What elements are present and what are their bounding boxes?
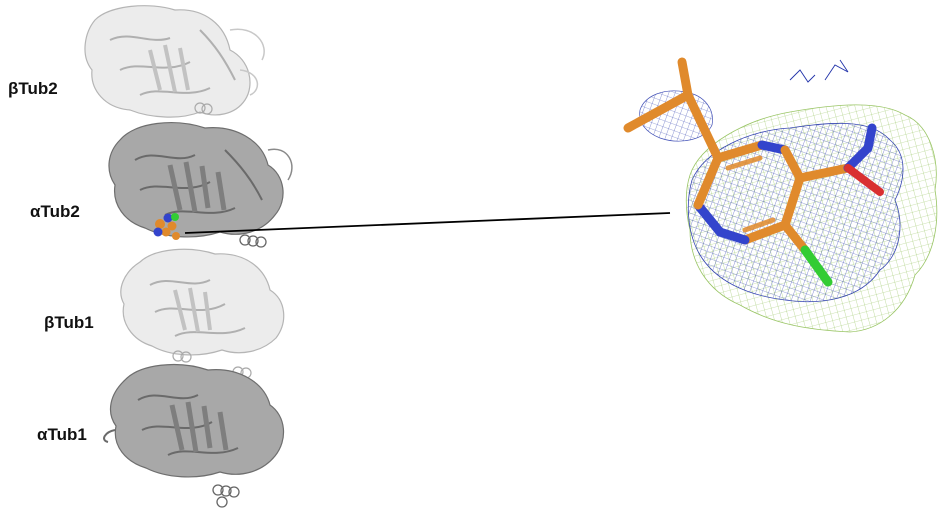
label-alpha-tub1: αTub1 <box>37 425 87 444</box>
ligand-spheres <box>153 213 180 240</box>
alpha-tub1-subunit <box>103 363 285 508</box>
mesh-fragments <box>789 59 849 83</box>
label-beta-tub2: βTub2 <box>8 79 58 98</box>
label-alpha-tub2: αTub2 <box>30 202 80 221</box>
beta-tub1-subunit <box>120 248 285 379</box>
alpha-tub2-subunit <box>108 122 293 248</box>
ligand-stick-model <box>623 57 884 287</box>
electron-density-panel <box>623 57 938 333</box>
label-beta-tub1: βTub1 <box>44 313 94 332</box>
beta-tub2-subunit <box>84 5 265 118</box>
connector-line <box>184 212 671 234</box>
tubulin-stack <box>84 5 293 508</box>
